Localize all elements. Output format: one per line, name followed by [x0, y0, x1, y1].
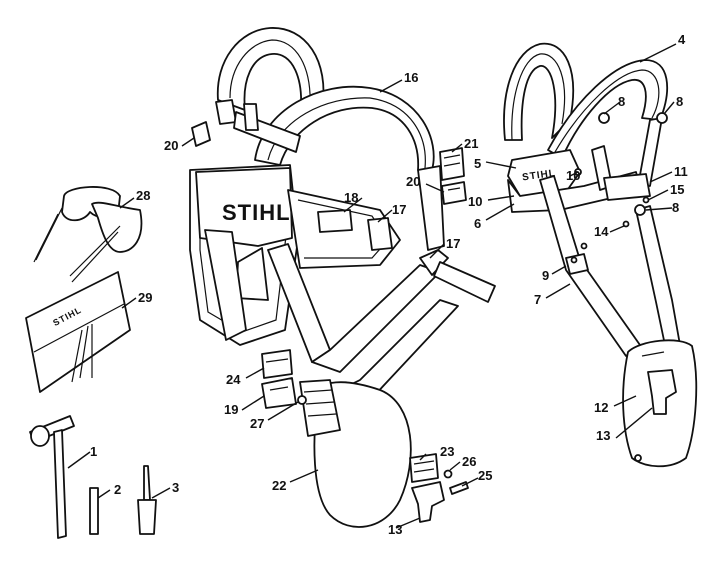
part-label: 6	[474, 216, 481, 231]
part-label: 25	[478, 468, 492, 483]
part-label: 27	[250, 416, 264, 431]
part-label: 13	[388, 522, 402, 537]
part-label: 4	[678, 32, 686, 47]
part-label: 8	[618, 94, 625, 109]
part-label: 15	[670, 182, 684, 197]
part-label: 16	[404, 70, 418, 85]
part-label: 20	[406, 174, 420, 189]
part-label: 17	[446, 236, 460, 251]
tool-pouch: STIHL	[25, 271, 131, 393]
part-label: 10	[468, 194, 482, 209]
part-label: 1	[90, 444, 97, 459]
part-label: 19	[224, 402, 238, 417]
part-label: 18	[344, 190, 358, 205]
part-label: 5	[474, 156, 481, 171]
part-label: 28	[136, 188, 150, 203]
part-label: 20	[164, 138, 178, 153]
part-labels: 1 2 3 4 5 6 7 8 8 8 9 10 10 11 12 13 13 …	[90, 32, 688, 537]
part-label: 2	[114, 482, 121, 497]
part-label: 10	[566, 168, 580, 183]
part-label: 22	[272, 478, 286, 493]
part-label: 8	[672, 200, 679, 215]
shoulder-harness: STIHL	[503, 42, 698, 468]
part-label: 17	[392, 202, 406, 217]
part-label: 21	[464, 136, 478, 151]
part-label: 23	[440, 444, 454, 459]
part-label: 7	[534, 292, 541, 307]
tools	[29, 415, 157, 539]
leader-lines	[67, 43, 677, 529]
part-label: 13	[596, 428, 610, 443]
safety-glasses	[33, 186, 143, 283]
harness-hardware	[191, 121, 469, 523]
part-label: 12	[594, 400, 608, 415]
part-label: 26	[462, 454, 476, 469]
part-label: 3	[172, 480, 179, 495]
harness-logo: STIHL	[222, 200, 291, 225]
part-label: 24	[226, 372, 241, 387]
part-label: 8	[676, 94, 683, 109]
hip-pad	[299, 379, 412, 528]
part-label: 29	[138, 290, 152, 305]
part-label: 11	[674, 164, 688, 179]
part-label: 14	[594, 224, 609, 239]
part-label: 9	[542, 268, 549, 283]
harness-main: STIHL	[189, 27, 496, 411]
